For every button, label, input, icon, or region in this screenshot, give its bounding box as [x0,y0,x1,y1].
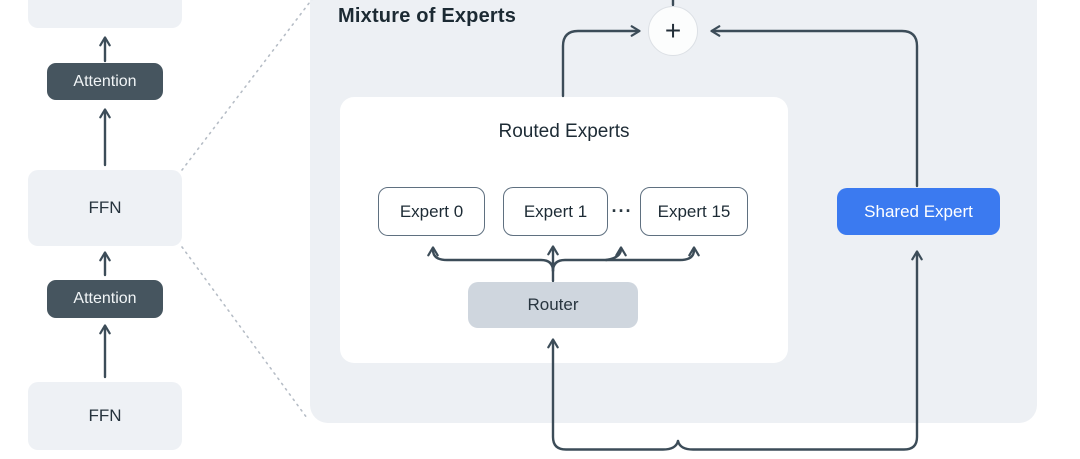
experts-ellipsis: ··· [611,201,633,221]
ffn-lower-label: FFN [88,406,122,425]
expert-0-box: Expert 0 [378,187,485,236]
router-label: Router [527,295,579,314]
moe-panel-title: Mixture of Experts [338,5,517,27]
routed-experts-title: Routed Experts [498,121,630,142]
router-box: Router [468,282,638,328]
dashed-connector-bottom [181,246,308,419]
attention-lower-label: Attention [73,290,137,307]
expert-1-box: Expert 1 [503,187,608,236]
stack-output-block [28,0,182,28]
attention-block-lower: Attention [47,280,163,318]
expert-15-box: Expert 15 [640,187,748,236]
shared-expert-label: Shared Expert [864,201,973,221]
dashed-connector-top [181,0,313,171]
plus-icon: + [664,15,682,46]
attention-upper-label: Attention [73,72,137,90]
expert-0-label: Expert 0 [399,201,464,221]
dashed-connectors [181,0,313,419]
expert-1-label: Expert 1 [523,201,588,221]
ffn-block-upper: FFN [28,170,182,246]
sum-node: + [648,6,698,56]
expert-15-label: Expert 15 [657,201,731,221]
ffn-upper-label: FFN [88,198,122,217]
ffn-block-lower: FFN [28,382,182,450]
shared-expert-box: Shared Expert [837,188,1000,235]
attention-block-upper: Attention [47,63,163,100]
